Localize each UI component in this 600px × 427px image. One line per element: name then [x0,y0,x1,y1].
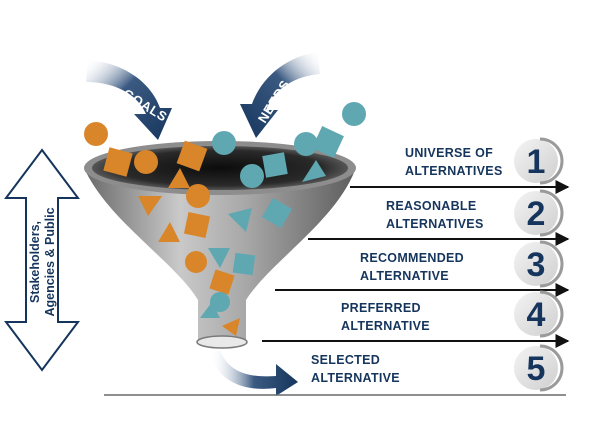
teal-circle-shape [212,131,236,155]
stage-label-line1: PREFERRED [341,301,421,315]
stage-list: 1 UNIVERSE OF ALTERNATIVES 2 REASONABLE ALTER… [104,137,570,396]
stage-row-2: 2 REASONABLE ALTERNATIVES [308,189,570,246]
stage-label-line2: ALTERNATIVES [405,164,503,178]
orange-square-shape [209,269,235,295]
teal-square-shape [261,197,293,229]
stage-number: 3 [527,246,546,284]
stage-badge-shadow [539,137,564,185]
stage-badge-shadow [539,290,564,338]
stage-label-line2: ALTERNATIVE [341,319,430,333]
stage-number: 2 [527,195,546,233]
stage-label-line1: SELECTED [311,353,380,367]
stage-label-line2: ALTERNATIVE [311,371,400,385]
stage-badge-shadow [539,189,564,237]
stage-badge-shadow [539,344,564,392]
teal-square-shape [312,126,344,158]
orange-square-shape [176,140,208,172]
orange-triangle-shape [138,196,162,216]
stage-row-3: 3 RECOMMENDED ALTERNATIVE [275,240,570,297]
teal-triangle-shape [302,160,326,182]
orange-square-shape [183,211,211,239]
stage-number-badge [514,139,558,183]
stage-label-line2: ALTERNATIVES [386,217,484,231]
teal-triangle-shape [208,248,230,268]
stage-number: 1 [527,143,546,181]
stage-row-4: 4 PREFERRED ALTERNATIVE [262,290,570,348]
stage-number-badge [514,292,558,336]
stage-label-line1: REASONABLE [386,199,477,213]
goals-arrow-shape [86,60,172,140]
orange-circle-shape [186,184,210,208]
orange-circle-shape [185,251,207,273]
orange-circle-shape [134,150,158,174]
teal-square-shape [232,252,256,276]
stage-label-line2: ALTERNATIVE [360,269,449,283]
teal-triangle-shape [200,302,220,318]
side-label-line2: Agencies & Public [43,207,57,316]
teal-triangle-shape [228,208,252,232]
funnel-outlet [196,335,248,349]
orange-square-shape [103,147,133,177]
teal-circle-shape [240,164,264,188]
needs-arrow-shape [240,52,320,138]
orange-triangle-shape [168,168,190,188]
teal-square-shape [262,152,288,178]
stage-label-line1: UNIVERSE OF [405,146,493,160]
exit-arrow-shape [210,350,298,396]
stage-number-badge [514,191,558,235]
stage-row-1: 1 UNIVERSE OF ALTERNATIVES [350,137,570,194]
stage-number: 4 [527,296,546,334]
stage-label-line1: RECOMMENDED [360,251,464,265]
stage-number-badge [514,346,558,390]
stage-number-badge [514,242,558,286]
double-arrow-shape [4,148,80,372]
teal-circle-shape [210,292,230,312]
stage-row-5: 5 SELECTED ALTERNATIVE [104,344,566,396]
teal-circle-shape [294,132,318,156]
stage-number: 5 [527,350,546,388]
orange-triangle-shape [158,222,180,242]
stage-badge-shadow [539,240,564,288]
teal-circle-shape [342,102,366,126]
alternatives-shapes [84,102,366,336]
orange-triangle-shape [222,318,240,336]
stakeholders-double-arrow: Stakeholders, Agencies & Public [4,148,80,372]
needs-arrow: NEEDS [240,52,320,138]
side-label-line1: Stakeholders, [28,221,42,303]
orange-circle-shape [84,122,108,146]
exit-arrow [210,350,298,396]
